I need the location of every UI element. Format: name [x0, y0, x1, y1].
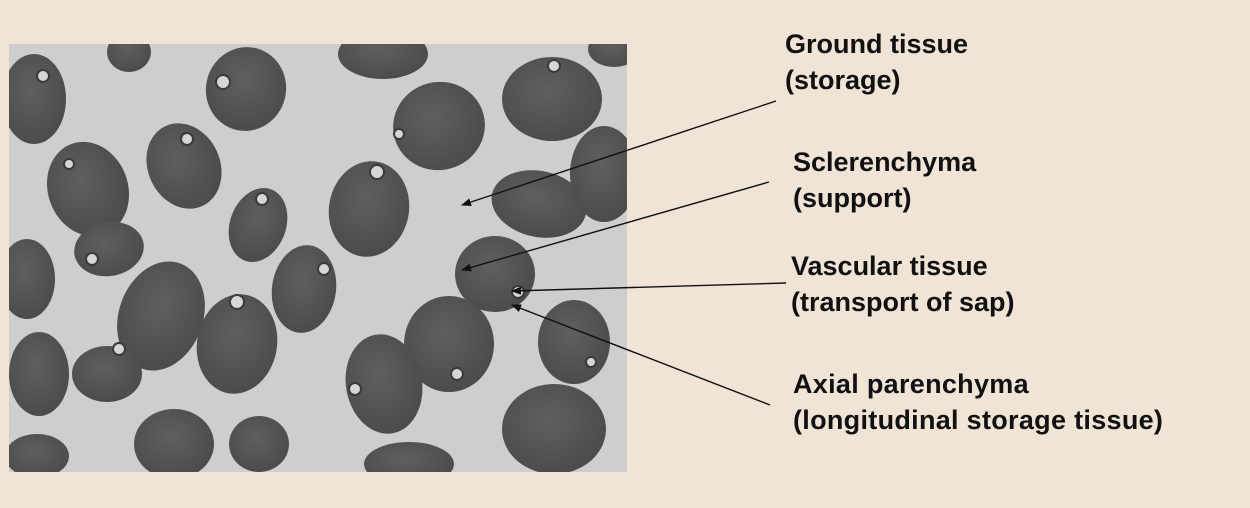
label-title: Sclerenchyma	[793, 144, 976, 180]
label-subtitle: (transport of sap)	[791, 284, 1015, 320]
label-title: Ground tissue	[785, 26, 968, 62]
label-axial-parenchyma: Axial parenchyma (longitudinal storage t…	[793, 366, 1163, 438]
label-subtitle: (support)	[793, 180, 976, 216]
label-subtitle: (longitudinal storage tissue)	[793, 402, 1163, 438]
micrograph-image	[9, 44, 627, 472]
label-title: Vascular tissue	[791, 248, 1015, 284]
label-ground-tissue: Ground tissue (storage)	[785, 26, 968, 98]
label-vascular-tissue: Vascular tissue (transport of sap)	[791, 248, 1015, 320]
label-title: Axial parenchyma	[793, 366, 1163, 402]
label-sclerenchyma: Sclerenchyma (support)	[793, 144, 976, 216]
label-subtitle: (storage)	[785, 62, 968, 98]
